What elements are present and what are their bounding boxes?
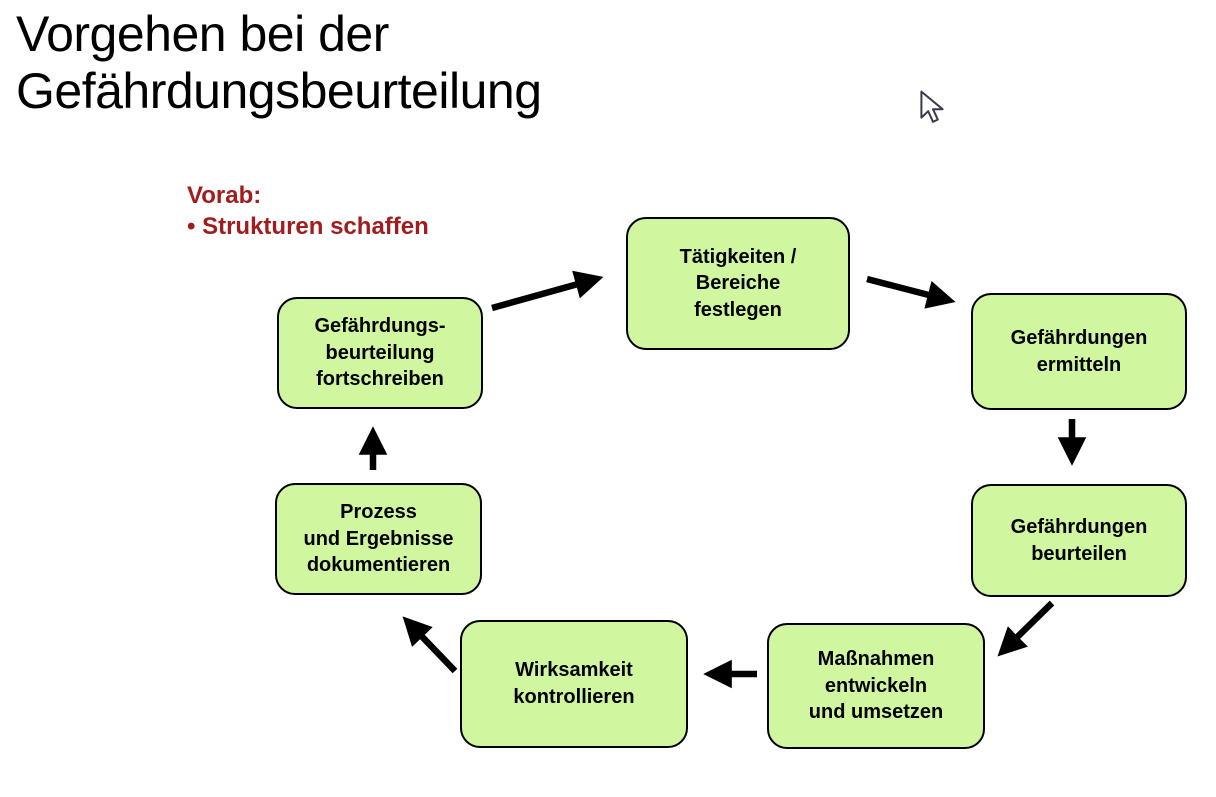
box-line: beurteilen: [1031, 542, 1127, 565]
box-line: entwickeln: [824, 674, 928, 697]
mouse-cursor-icon: [920, 90, 944, 123]
box-line: dokumentieren: [306, 554, 451, 577]
box-line: Gefährdungen: [1010, 515, 1148, 538]
box-line: festlegen: [694, 298, 782, 321]
box-line: Gefährdungs-: [314, 315, 446, 338]
box-line: kontrollieren: [513, 686, 635, 708]
flow-box-taetigkeiten-bereiche-festlegen: Tätigkeiten / Bereiche festlegen: [626, 217, 850, 350]
box-line: Maßnahmen: [817, 648, 935, 671]
page-title-line2: Gefährdungsbeurteilung: [16, 63, 542, 119]
flow-box-massnahmen-entwickeln-umsetzen: Maßnahmen entwickeln und umsetzen: [767, 623, 985, 749]
arrow-beurteilen-to-massnahmen: [997, 600, 1055, 657]
box-line: Prozess: [340, 501, 417, 524]
box-line: beurteilung: [325, 341, 435, 364]
flow-box-prozess-ergebnisse-dokumentieren: Prozess und Ergebnisse dokumentieren: [275, 483, 482, 595]
box-line: Bereiche: [695, 272, 781, 295]
box-line: und Ergebnisse: [303, 527, 454, 550]
vorab-note-heading: Vorab:: [187, 182, 262, 209]
box-line: fortschreiben: [316, 368, 444, 391]
flow-box-gefaehrdungen-beurteilen: Gefährdungen beurteilen: [971, 484, 1187, 597]
vorab-note: Vorab: • Strukturen schaffen: [187, 180, 429, 242]
box-line: und umsetzen: [808, 701, 944, 724]
box-line: ermitteln: [1036, 353, 1122, 376]
box-line: Wirksamkeit: [515, 659, 633, 682]
flow-box-wirksamkeit-kontrollieren: Wirksamkeit kontrollieren: [460, 620, 688, 748]
page-title: Vorgehen bei der Gefährdungsbeurteilung: [16, 6, 542, 120]
page-title-line1: Vorgehen bei der: [16, 6, 389, 62]
flow-box-gefaehrdungsbeurteilung-fortschreiben: Gefährdungs- beurteilung fortschreiben: [277, 297, 483, 409]
arrow-taetigkeiten-to-ermitteln: [866, 275, 956, 309]
arrow-fortschreiben-to-taetigkeiten: [491, 270, 604, 312]
vorab-note-bullet: • Strukturen schaffen: [187, 213, 429, 241]
box-line: Tätigkeiten /: [679, 245, 797, 268]
flow-box-gefaehrdungen-ermitteln: Gefährdungen ermitteln: [971, 293, 1187, 410]
box-line: Gefährdungen: [1010, 326, 1148, 349]
arrow-wirksamkeit-to-dokumentieren: [402, 616, 458, 674]
